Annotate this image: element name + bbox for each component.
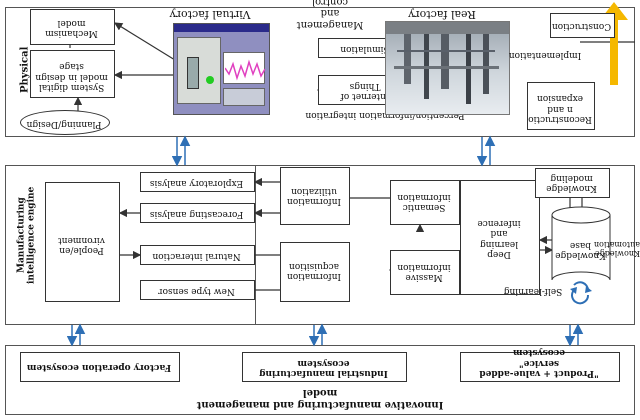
- manufacturing-intelligence-label: Manufacturing intelligence engine: [6, 170, 36, 300]
- people-environment-text: People/en vironment: [58, 234, 105, 255]
- implementation-label: Implementation: [508, 50, 582, 60]
- massive-information-text: Massive information: [397, 261, 451, 282]
- virtual-factory-screenshot: [173, 23, 270, 115]
- system-digital-model-text: System digital model in design stage: [35, 61, 108, 92]
- screenshot-schematic-tank: [187, 57, 199, 89]
- planning-design-text: Planning/Design: [26, 119, 102, 129]
- real-factory-structure-1: [483, 32, 489, 94]
- cycle-arrows-icon: [570, 281, 592, 305]
- screenshot-schematic-valve: [206, 76, 214, 84]
- information-utilization-box: Information utilization: [280, 167, 350, 225]
- real-factory-photo: [385, 21, 510, 115]
- reconstruction-expansion-box: Reconstructio n and expansion: [527, 82, 595, 130]
- real-factory-structure-5: [404, 32, 411, 84]
- natural-interaction-box: Natural interaction: [140, 245, 255, 265]
- manufacturing-label: Manufacturing: [16, 197, 27, 273]
- new-type-sensor-box: New type sensor: [140, 280, 255, 300]
- knowledge-modeling-box: Knowledge modeling: [535, 168, 610, 198]
- intelligence-engine-label: intelligence engine: [26, 186, 37, 284]
- virtual-factory-label: Virtual factory: [169, 8, 251, 21]
- implementation-yellow-arrow: [600, 2, 628, 85]
- bottom-caption: Innovative manufacturing and management …: [196, 387, 444, 411]
- exploratory-analysis-text: Exploratory analysis: [149, 178, 244, 188]
- ecosystem-product-text: "Product + value-added service" ecosyste…: [479, 347, 599, 378]
- ecosystem-industrial-box: Industrial manufacturing ecosystem: [242, 352, 407, 382]
- real-factory-label: Real factory: [408, 8, 476, 21]
- screenshot-titlebar: [174, 24, 269, 32]
- mechanism-model-box: Mechanism model: [30, 9, 115, 45]
- deep-learning-text: Deep learning and inference: [477, 217, 521, 259]
- deep-learning-box: Deep learning and inference: [460, 180, 540, 295]
- forecasting-analysis-text: Forecasting analysis: [149, 209, 244, 219]
- reconstruction-expansion-text: Reconstructio n and expansion: [528, 93, 592, 124]
- natural-interaction-text: Natural interaction: [152, 251, 241, 261]
- ecosystem-industrial-text: Industrial manufacturing ecosystem: [259, 357, 388, 378]
- real-factory-ground: [386, 22, 509, 34]
- physical-factory-label: Physical factory: [8, 15, 43, 125]
- construction-box: Construction: [550, 13, 615, 38]
- information-acquisition-text: Information acquisition: [287, 260, 342, 281]
- arrow-virtual-to-mechanism: [113, 22, 176, 61]
- semantic-information-box: Semantic information: [390, 180, 460, 225]
- information-acquisition-box: Information acquisition: [280, 242, 350, 302]
- forecasting-analysis-box: Forecasting analysis: [140, 203, 255, 223]
- people-environment-box: People/en vironment: [45, 182, 120, 302]
- mechanism-model-text: Mechanism model: [45, 17, 98, 38]
- screenshot-bottom-panel: [223, 88, 265, 106]
- knowledge-base-cylinder: [551, 206, 611, 281]
- ecosystem-factory-text: Factory operation ecosystem: [26, 362, 172, 372]
- knowledge-modeling-text: Knowledge modeling: [546, 172, 597, 193]
- exploratory-analysis-box: Exploratory analysis: [140, 172, 255, 192]
- management-control-label: Management and control: [296, 0, 364, 30]
- planning-design-ellipse: Planning/Design: [20, 110, 110, 135]
- ecosystem-factory-box: Factory operation ecosystem: [20, 352, 180, 382]
- knowledge-automation-label: Knowledge automation: [593, 239, 640, 258]
- system-digital-model-box: System digital model in design stage: [30, 50, 115, 98]
- massive-information-box: Massive information: [390, 250, 460, 295]
- real-factory-pipe-2: [397, 50, 495, 52]
- new-type-sensor-text: New type sensor: [158, 286, 235, 296]
- screenshot-schematic-panel: [177, 37, 221, 104]
- self-learning-label: Self-learning: [503, 286, 563, 296]
- real-factory-pipe-1: [394, 66, 499, 69]
- screenshot-chart-trace: [225, 59, 265, 81]
- real-factory-structure-3: [441, 32, 449, 89]
- semantic-information-text: Semantic information: [397, 191, 451, 212]
- ecosystem-product-box: "Product + value-added service" ecosyste…: [460, 347, 620, 382]
- construction-text: Construction: [551, 21, 612, 31]
- information-utilization-text: Information utilization: [287, 185, 342, 206]
